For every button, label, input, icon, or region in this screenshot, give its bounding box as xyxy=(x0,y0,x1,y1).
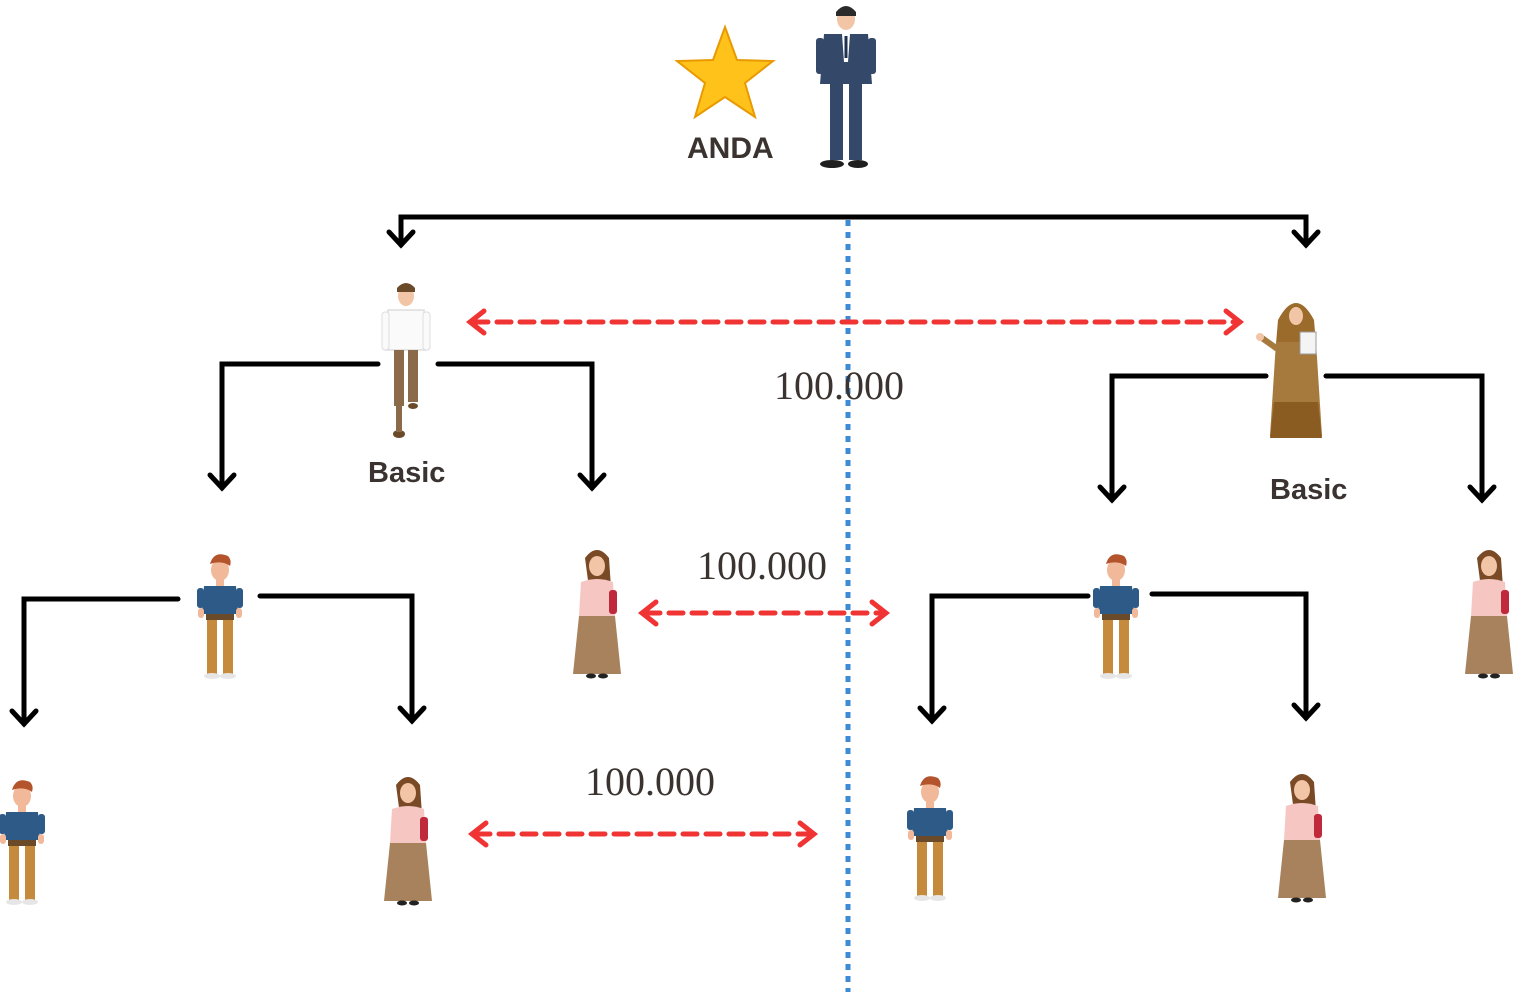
businessman-icon xyxy=(816,6,876,168)
woman-casual-icon xyxy=(573,550,621,679)
amount-level2: 100.000 xyxy=(697,543,827,588)
woman-hijab-icon xyxy=(1256,303,1322,438)
left-sub-branch-arrows xyxy=(9,593,427,728)
woman-casual-icon xyxy=(384,777,432,906)
woman-casual-icon xyxy=(1465,550,1513,679)
right-level1-label: Basic xyxy=(1270,474,1348,506)
top-label: ANDA xyxy=(687,132,774,165)
dashed-arrow-level3 xyxy=(467,820,819,848)
man-casual-icon xyxy=(1093,554,1139,679)
right-sub-branch-arrows xyxy=(917,591,1321,725)
man-casual-icon xyxy=(0,780,45,905)
left-branch-arrows xyxy=(207,361,607,492)
amount-level1: 100.000 xyxy=(774,363,904,408)
dashed-arrow-level2 xyxy=(637,599,891,627)
man-white-shirt-icon xyxy=(381,283,431,438)
right-branch-arrows xyxy=(1097,373,1497,504)
star-icon xyxy=(674,24,776,120)
man-casual-icon xyxy=(907,776,953,901)
man-casual-icon xyxy=(197,554,243,679)
woman-casual-icon xyxy=(1278,774,1326,903)
left-level1-label: Basic xyxy=(368,457,446,489)
dashed-arrow-level1 xyxy=(465,308,1245,336)
amount-level3: 100.000 xyxy=(585,759,715,804)
top-branch-arrows xyxy=(386,214,1321,249)
